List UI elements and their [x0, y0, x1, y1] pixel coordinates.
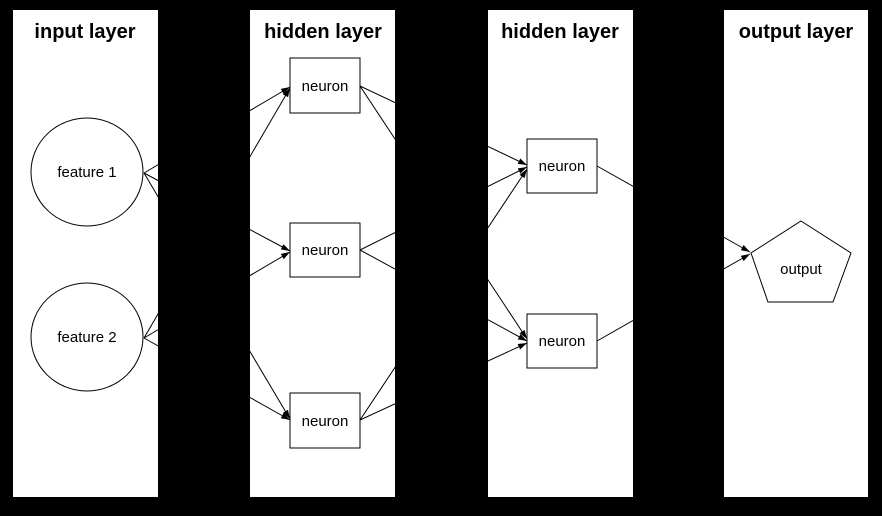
edge-h2n2-out1	[596, 253, 751, 342]
hidden2-neuron-2-box	[526, 313, 598, 369]
feature-1-node	[30, 117, 144, 227]
feature-2-label: feature 2	[57, 329, 116, 346]
edges	[143, 85, 751, 421]
edge-h1n2-h2n2	[359, 249, 528, 342]
edge-feature2-h1n2	[143, 251, 291, 339]
output-node	[750, 220, 852, 303]
hidden1-neuron-2-label: neuron	[302, 242, 349, 259]
feature-1-label: feature 1	[57, 164, 116, 181]
hidden1-neuron-3-label: neuron	[302, 413, 349, 430]
edge-h1n3-h2n1	[359, 168, 528, 421]
hidden2-neuron-1-label: neuron	[539, 158, 586, 175]
edge-feature1-h1n3	[143, 172, 291, 420]
feature-2-node	[30, 282, 144, 392]
edge-feature1-h1n1	[143, 86, 291, 174]
hidden1-neuron-1-box	[289, 57, 361, 114]
edge-h1n1-h2n2	[359, 85, 528, 340]
hidden1-neuron-3-box	[289, 392, 361, 449]
edge-h1n2-h2n1	[359, 166, 528, 251]
output-label: output	[780, 261, 823, 278]
input-layer-title: input layer	[34, 21, 135, 43]
edge-feature2-h1n3	[143, 337, 291, 421]
hidden-layer-2-panel	[488, 10, 633, 497]
input-layer-panel	[13, 10, 158, 497]
edge-h2n1-out1	[596, 165, 751, 253]
hidden1-neuron-2-box	[289, 222, 361, 278]
hidden1-neuron-1-label: neuron	[302, 78, 349, 95]
edge-h1n3-h2n2	[359, 342, 528, 421]
edge-feature2-h1n1	[143, 87, 291, 339]
hidden2-neuron-1-box	[526, 138, 598, 194]
edge-feature1-h1n2	[143, 172, 291, 252]
hidden-layer-2-title: hidden layer	[501, 21, 619, 43]
output-layer-title: output layer	[739, 21, 854, 43]
edge-h1n1-h2n1	[359, 85, 528, 166]
hidden2-neuron-2-label: neuron	[539, 333, 586, 350]
hidden-layer-1-title: hidden layer	[264, 21, 382, 43]
